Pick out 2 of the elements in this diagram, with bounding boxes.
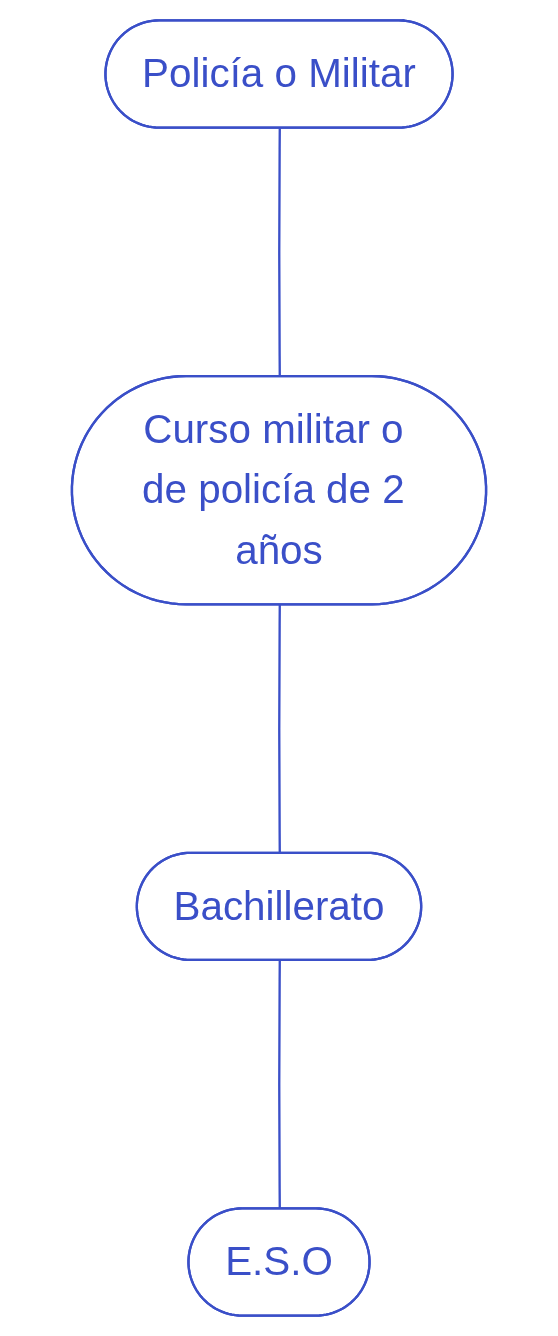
flowchart: Policía o Militar Curso militar o de policía de 2 años Bachillerato E.S.O (9, 8, 549, 1328)
connector (278, 128, 281, 377)
